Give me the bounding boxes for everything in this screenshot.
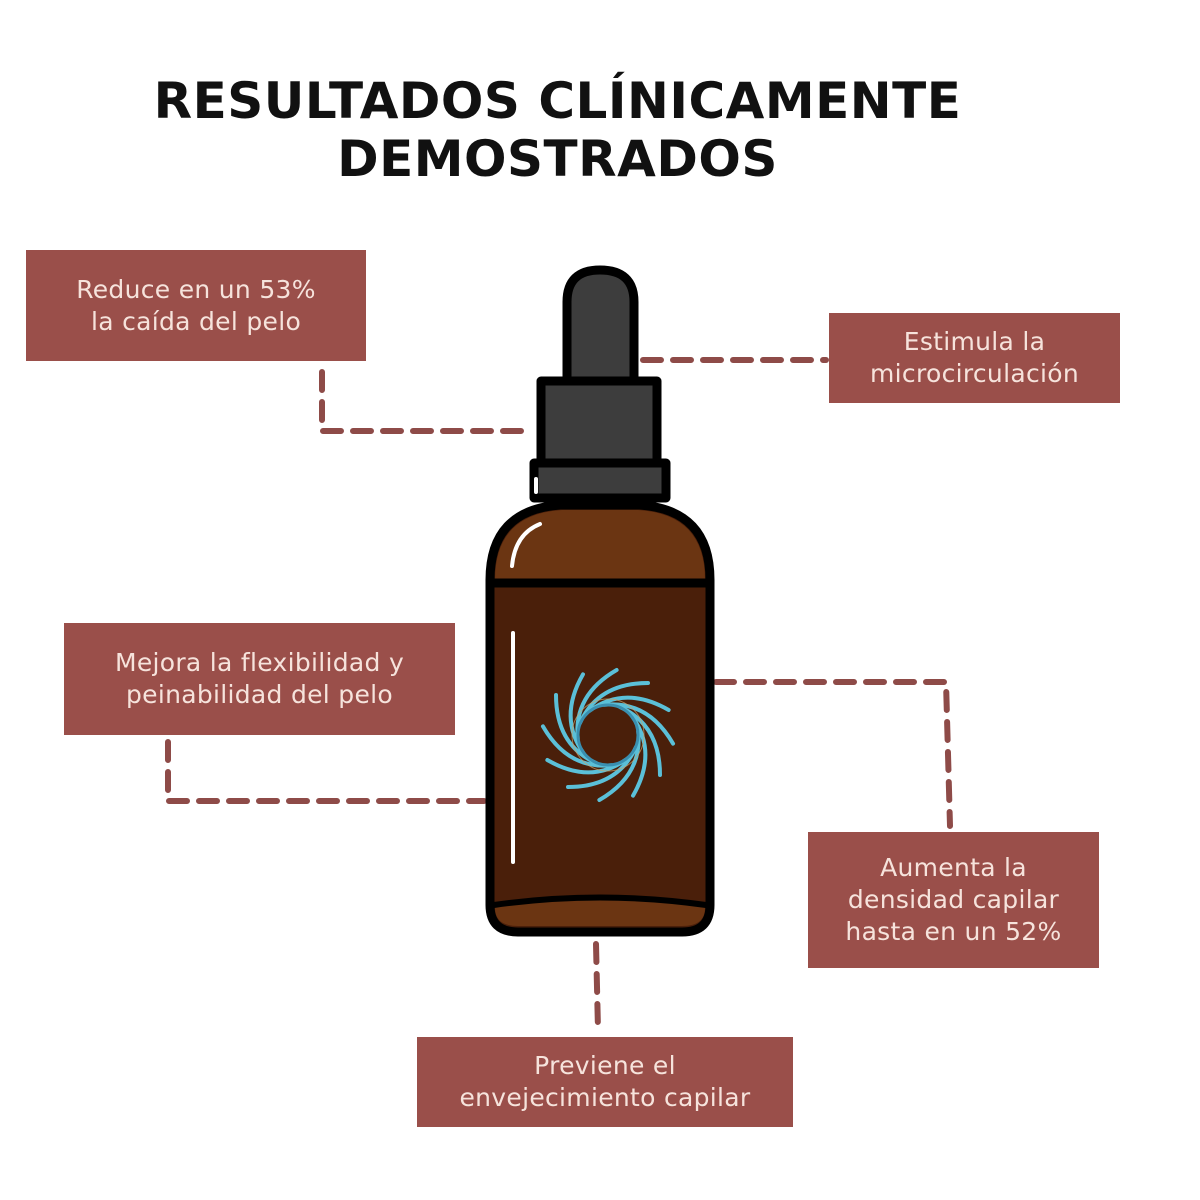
- benefit-text-line: Reduce en un 53%: [76, 274, 316, 304]
- bottle-highlights: [510, 477, 542, 864]
- benefit-text-line: Mejora la flexibilidad y: [114, 648, 405, 677]
- benefit-text-line: Estimula la: [903, 327, 1046, 356]
- swirl-icon: [540, 667, 676, 803]
- benefit-text-line: Aumenta la: [880, 853, 1027, 882]
- page-title: RESULTADOS CLÍNICAMENTE DEMOSTRADOS: [0, 72, 1115, 188]
- dropper-cap: [536, 376, 662, 470]
- benefit-text-line: la caída del pelo: [90, 306, 302, 336]
- benefit-box-microcirculation: Estimula la microcirculación: [829, 313, 1120, 403]
- bottle-body: [485, 500, 715, 937]
- benefit-box-flexibility: Mejora la flexibilidad y peinabilidad de…: [64, 623, 455, 735]
- dropper-bottle-icon: [485, 265, 715, 937]
- bottle-shoulder: [495, 510, 705, 580]
- connector-mejora: [165, 739, 487, 804]
- connector-aumenta: [713, 679, 953, 829]
- benefit-box-density: Aumenta la densidad capilar hasta en un …: [808, 832, 1099, 968]
- connector-reduce: [319, 369, 535, 434]
- dropper-collar: [529, 458, 671, 503]
- benefit-text-line: Previene el: [534, 1051, 676, 1080]
- bottle-base: [495, 897, 705, 926]
- benefit-box-anti-aging: Previene el envejecimiento capilar: [417, 1037, 793, 1127]
- title-line-1: RESULTADOS CLÍNICAMENTE: [153, 72, 962, 130]
- benefit-text-line: hasta en un 52%: [845, 917, 1062, 946]
- benefit-box-hair-loss: Reduce en un 53% la caída del pelo: [26, 250, 366, 361]
- connector-previene: [593, 941, 601, 1033]
- dropper-bulb: [562, 265, 639, 388]
- benefit-text-line: envejecimiento capilar: [459, 1083, 751, 1112]
- connector-lines: [165, 357, 953, 1033]
- benefit-text-line: microcirculación: [870, 359, 1079, 388]
- title-line-2: DEMOSTRADOS: [337, 130, 778, 188]
- benefit-text-line: peinabilidad del pelo: [125, 680, 393, 709]
- benefit-text-line: densidad capilar: [847, 885, 1060, 914]
